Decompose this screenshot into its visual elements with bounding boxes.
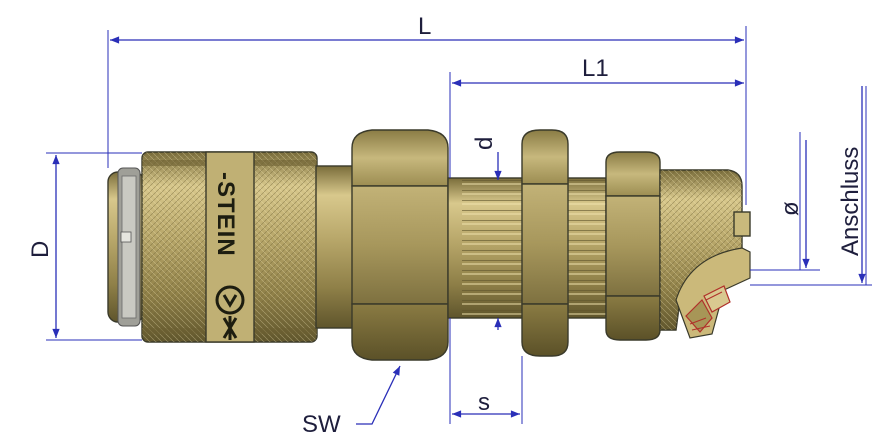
label-s: s — [478, 389, 490, 416]
hex-nut-large — [351, 129, 449, 361]
threaded-shank — [447, 177, 607, 319]
hex-nut-union — [605, 151, 661, 341]
label-anschluss: Anschluss — [837, 147, 864, 256]
tube-section-cutaway — [675, 247, 751, 339]
dimension-lines — [52, 36, 866, 425]
dim-SW-leader — [356, 365, 401, 425]
label-L1: L1 — [582, 55, 609, 82]
label-SW: SW — [302, 411, 341, 438]
socket-nose — [107, 167, 145, 327]
label-D: D — [27, 241, 54, 258]
knurled-sleeve: -STEIN — [141, 151, 318, 343]
coupling-part: -STEIN — [107, 129, 751, 361]
label-phi: ø — [777, 201, 804, 216]
dimension-labels: L L1 s SW D d ø Anschluss — [27, 13, 864, 438]
label-d: d — [471, 137, 498, 150]
hex-nut-lock — [521, 129, 569, 357]
brand-text: -STEIN — [212, 172, 239, 257]
label-L: L — [418, 13, 431, 40]
extension-lines — [46, 26, 872, 424]
brand-logo — [215, 285, 245, 315]
